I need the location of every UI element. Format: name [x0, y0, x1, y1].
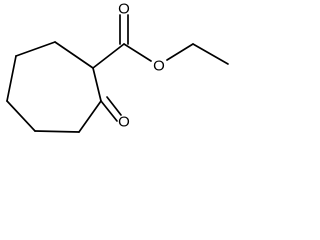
- bond-carbonyl-to-ether-oxygen: [123, 43, 152, 62]
- ketone-double-bond-line-1: [100, 100, 118, 122]
- ester-carbonyl-oxygen-label: O: [118, 1, 130, 18]
- ketone-oxygen-label: O: [118, 114, 130, 131]
- ketone-group: O: [100, 96, 130, 131]
- ring-bond-c3-c4: [34, 130, 80, 133]
- bond-ether-oxygen-to-ch2: [166, 43, 194, 61]
- ester-group: O O: [92, 1, 229, 75]
- ring-bond-c4-c5: [6, 100, 36, 132]
- ring-bond-c7-c1: [54, 41, 94, 69]
- bond-ring-to-carbonyl-carbon: [92, 43, 125, 69]
- bond-ch2-to-ch3: [192, 43, 229, 65]
- ring-bond-c2-c3: [78, 100, 102, 133]
- ring-bond-c1-c2: [92, 67, 102, 102]
- ethyl-2-oxocycloheptanecarboxylate-structure: O O O: [6, 1, 229, 133]
- ketone-double-bond-line-2: [106, 96, 122, 116]
- cycloheptane-ring: [6, 41, 102, 133]
- ring-bond-c5-c6: [6, 55, 17, 102]
- ester-ether-oxygen-label: O: [153, 58, 165, 75]
- ring-bond-c6-c7: [15, 41, 56, 57]
